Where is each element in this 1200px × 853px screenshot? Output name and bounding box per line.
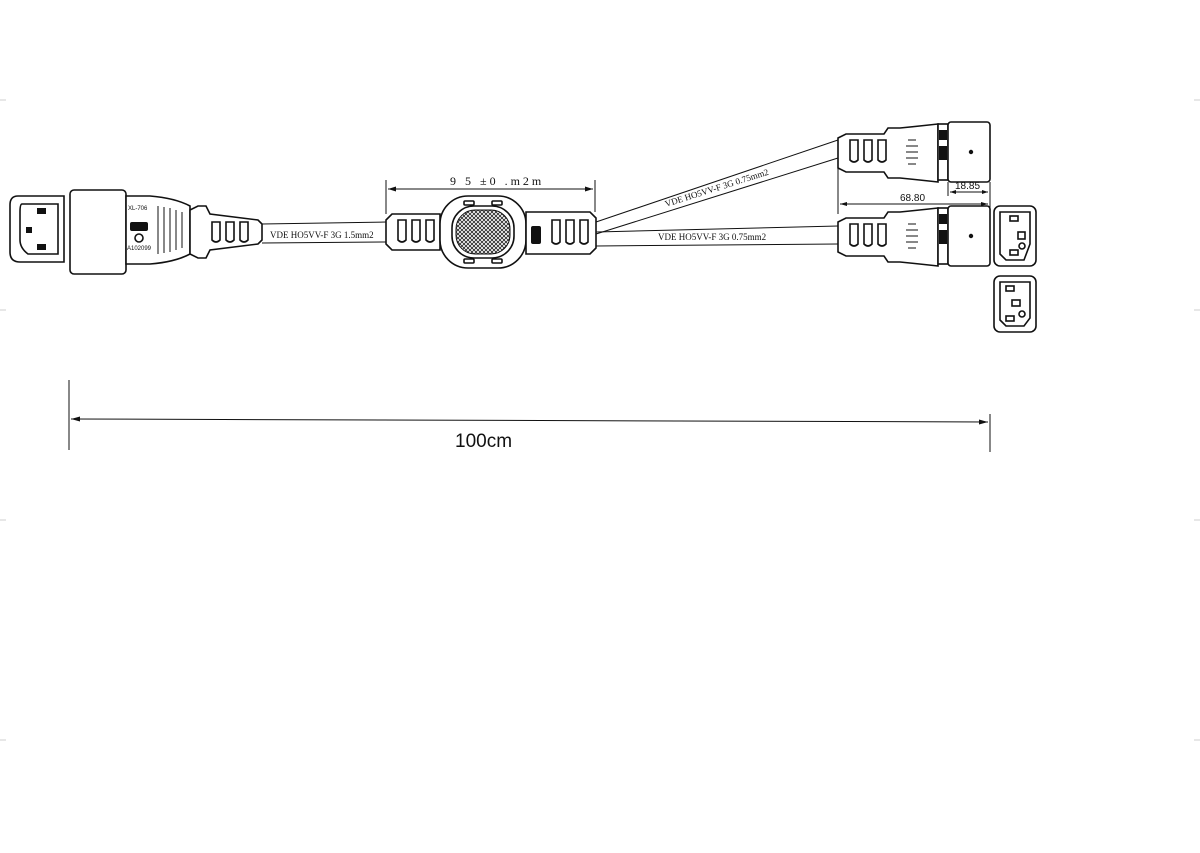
boot-notch <box>579 219 589 245</box>
branch-upper-cable-label: VDE HO5VV-F 3G 0.75mm2 <box>664 167 770 209</box>
splitter-grille <box>455 209 511 255</box>
boot-notch <box>863 223 873 247</box>
connector-code-label: A102099 <box>127 246 152 252</box>
cable-edge <box>261 221 387 225</box>
left-connector: XL-706 A102099 <box>9 189 263 275</box>
dim-arrow <box>982 190 988 194</box>
plug-boot <box>837 207 939 267</box>
dim-arrow <box>585 186 593 192</box>
plug-face-view-upper <box>993 205 1037 267</box>
dim-arrow <box>950 190 956 194</box>
boot-notch <box>425 219 435 243</box>
lower-plug <box>837 205 991 267</box>
connector-socket <box>19 203 59 255</box>
boot-notch <box>211 221 221 243</box>
plug-length-label: 68.80 <box>900 193 925 204</box>
plug-pin <box>1017 231 1026 240</box>
plug-logo-mark <box>939 146 947 160</box>
cable-edge <box>595 225 839 233</box>
plug-dimensions: 68.80 18.85 <box>837 168 991 214</box>
boot-notch <box>877 223 887 247</box>
cable-edge <box>595 139 839 223</box>
pin-slot <box>26 227 32 233</box>
total-length-dimension: 100cm <box>68 380 991 452</box>
splitter-dimension-label: 9 5 ±0 .m2m <box>450 174 544 188</box>
pin-slot <box>37 244 46 250</box>
boot-notch <box>239 221 249 243</box>
dim-arrow <box>981 202 988 206</box>
plug-logo-mark <box>939 130 947 140</box>
splitter-body <box>385 195 597 269</box>
boot-notch <box>411 219 421 243</box>
plug-ground-mark <box>1018 310 1026 318</box>
connector-body <box>69 189 127 275</box>
connector-cert-mark <box>134 233 144 243</box>
boot-notch <box>225 221 235 243</box>
plug-boot <box>837 123 939 183</box>
plug-ground-mark <box>1018 242 1026 250</box>
boot-notch <box>397 219 407 243</box>
splitter-tab <box>463 200 475 206</box>
branch-lower-cable: VDE HO5VV-F 3G 0.75mm2 <box>595 225 839 247</box>
splitter-right-boot <box>525 211 597 255</box>
boot-notch <box>551 219 561 245</box>
dim-arrow <box>388 186 396 192</box>
splitter-tab <box>463 258 475 264</box>
plug-indicator <box>968 149 974 155</box>
plug-pin <box>1009 249 1019 256</box>
cable-edge <box>261 241 387 244</box>
branch-upper-cable: VDE HO5VV-F 3G 0.75mm2 <box>595 139 839 235</box>
splitter-dimension: 9 5 ±0 .m2m <box>385 174 596 214</box>
dim-arrow <box>840 202 847 206</box>
plug-face-view-lower <box>993 275 1037 333</box>
boot-notch <box>565 219 575 245</box>
boot-notch <box>863 139 873 163</box>
boot-notch <box>849 223 859 247</box>
upper-plug <box>837 121 991 183</box>
splitter-tab <box>491 200 503 206</box>
plug-head-label: 18.85 <box>955 181 980 192</box>
plug-pin <box>1011 299 1021 307</box>
boot-notch <box>877 139 887 163</box>
dim-line <box>70 418 989 423</box>
total-length-label: 100cm <box>455 431 512 452</box>
dim-arrow <box>979 419 988 425</box>
plug-pin <box>1005 315 1015 322</box>
splitter-tab <box>491 258 503 264</box>
main-cable: VDE HO5VV-F 3G 1.5mm2 <box>261 221 387 244</box>
main-cable-label: VDE HO5VV-F 3G 1.5mm2 <box>270 230 374 240</box>
dim-arrow <box>71 416 80 422</box>
plug-indicator <box>968 233 974 239</box>
cable-edge <box>595 157 839 235</box>
plug-logo-mark <box>939 214 947 224</box>
splitter-logo-mark <box>531 226 541 244</box>
cable-edge <box>595 243 839 247</box>
pin-slot <box>37 208 46 214</box>
branch-lower-cable-label: VDE HO5VV-F 3G 0.75mm2 <box>658 232 766 242</box>
plug-pin <box>1005 285 1015 292</box>
connector-model-label: XL-706 <box>128 206 148 212</box>
plug-logo-mark <box>939 230 947 244</box>
boot-notch <box>849 139 859 163</box>
connector-logo-mark <box>130 222 148 231</box>
plug-pin <box>1009 215 1019 222</box>
